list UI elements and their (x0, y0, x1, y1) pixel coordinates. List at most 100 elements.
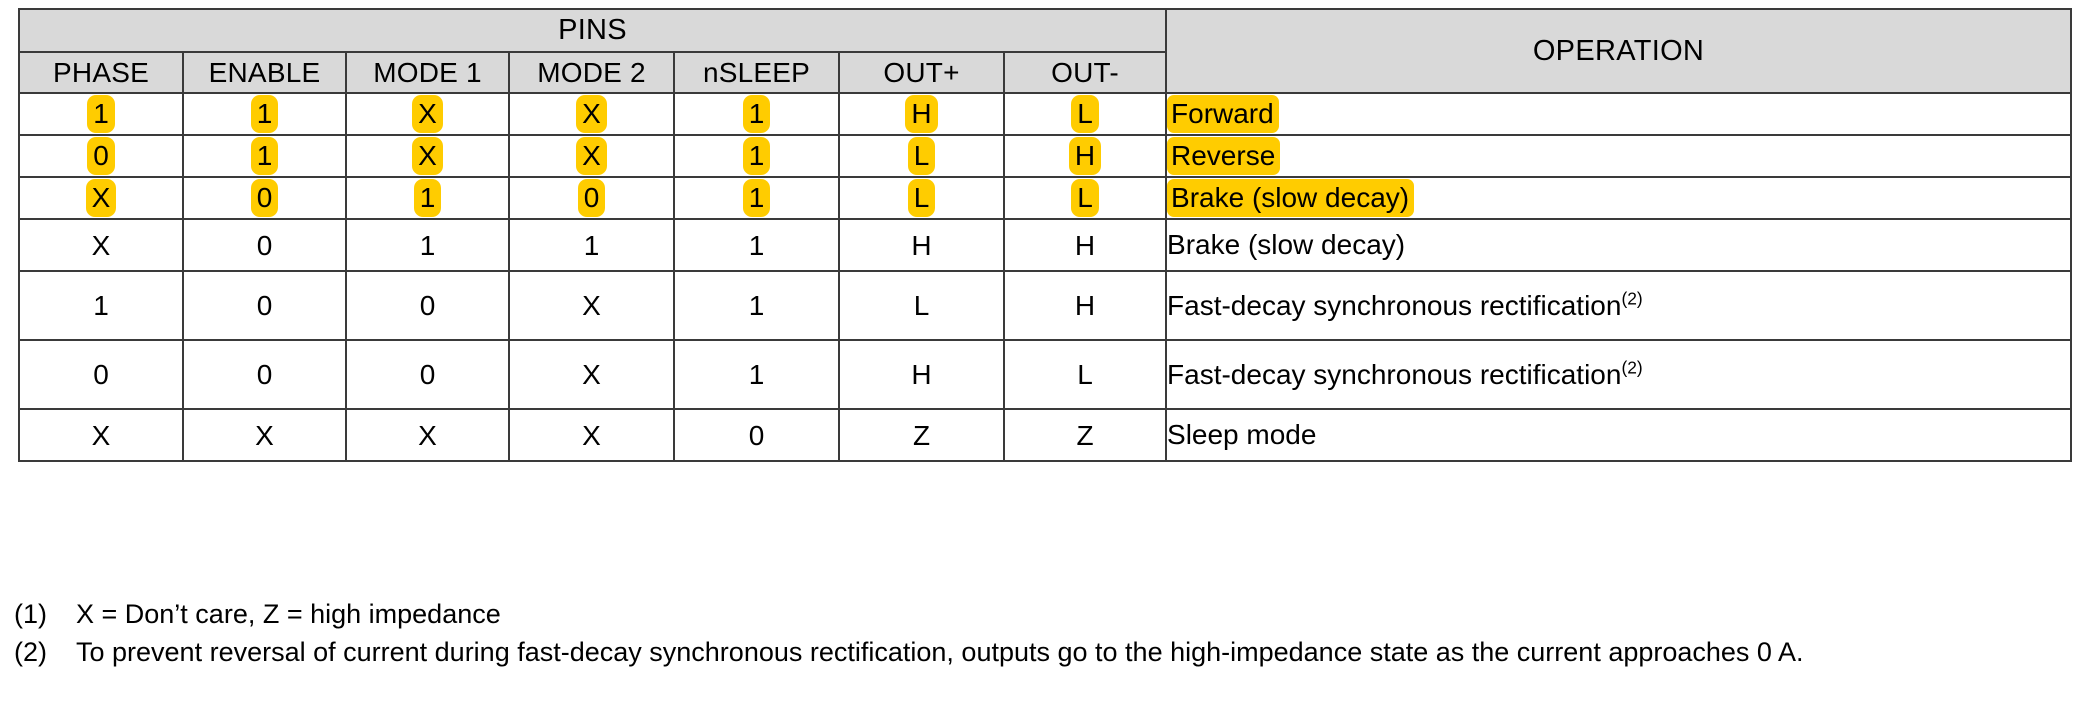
cell-enable: 0 (182, 176, 347, 220)
highlight-mark: 1 (413, 179, 442, 217)
highlight-mark: H (1068, 137, 1102, 175)
cell-out-pos: L (838, 270, 1005, 341)
cell-out-neg: Z (1002, 408, 1168, 462)
highlight-mark: X (412, 137, 443, 175)
highlight-mark: 1 (250, 137, 279, 175)
cell-operation: Brake (slow decay) (1165, 218, 2073, 272)
cell-mode-2: X (508, 339, 675, 410)
cell-phase: 0 (18, 134, 184, 178)
cell-out-neg: H (1002, 218, 1168, 272)
cell-mode-1: X (345, 408, 510, 462)
table-row: X X X X 0 Z Z Sleep mode (18, 408, 2073, 462)
cell-phase: 1 (18, 92, 184, 136)
highlight-mark: 0 (87, 137, 115, 175)
cell-mode-1: 1 (345, 176, 510, 220)
cell-nsleep: 1 (673, 134, 840, 178)
highlight-mark: L (1071, 179, 1099, 217)
cell-phase: X (18, 408, 184, 462)
cell-nsleep: 1 (673, 270, 840, 341)
device-logic-truth-table: PINS OPERATION PHASE ENABLE MODE 1 MODE … (17, 8, 2073, 462)
column-header-mode-2: MODE 2 (508, 51, 675, 94)
cell-nsleep: 1 (673, 176, 840, 220)
cell-mode-1: 0 (345, 270, 510, 341)
footnote-text: X = Don’t care, Z = high impedance (76, 599, 501, 629)
highlight-mark: X (576, 95, 607, 133)
cell-out-pos: H (838, 339, 1005, 410)
footnotes-block: (1) X = Don’t care, Z = high impedance (… (14, 597, 2064, 673)
highlight-mark: 1 (742, 179, 771, 217)
highlight-mark: L (907, 137, 936, 175)
operation-text: Fast-decay synchronous rectification (1167, 289, 1622, 321)
column-header-out-neg: OUT- (1002, 51, 1168, 94)
footnote-item: (2) To prevent reversal of current durin… (14, 635, 2064, 671)
cell-operation: Fast-decay synchronous rectification(2) (1165, 270, 2073, 341)
cell-phase: 0 (18, 339, 184, 410)
highlight-mark: L (907, 179, 936, 217)
cell-out-pos: H (838, 92, 1005, 136)
cell-mode-2: X (508, 92, 675, 136)
cell-out-neg: H (1002, 270, 1168, 341)
cell-mode-2: X (508, 134, 675, 178)
highlight-mark: 1 (250, 95, 279, 133)
table-row: X 0 1 0 1 L L Brake (slow decay) (18, 176, 2073, 220)
cell-mode-1: X (345, 134, 510, 178)
header-group-row: PINS OPERATION (17, 8, 2073, 94)
cell-out-pos: H (838, 218, 1005, 272)
table-row: 1 0 0 X 1 L H Fast-decay synchronous rec… (18, 270, 2073, 341)
cell-out-neg: L (1002, 176, 1168, 220)
table-row: X 0 1 1 1 H H Brake (slow decay) (18, 218, 2073, 272)
column-header-mode-1: MODE 1 (345, 51, 510, 94)
highlight-mark: 1 (742, 95, 771, 133)
cell-nsleep: 1 (673, 92, 840, 136)
highlight-mark: L (1071, 95, 1099, 133)
cell-out-neg: H (1002, 134, 1168, 178)
footnote-marker: (2) (14, 636, 47, 667)
cell-mode-1: 0 (345, 339, 510, 410)
cell-mode-2: X (508, 408, 675, 462)
highlight-mark: X (85, 179, 117, 217)
pins-group-header: PINS (17, 8, 1168, 53)
operation-group-header: OPERATION (1165, 8, 2073, 94)
cell-phase: X (18, 176, 184, 220)
cell-nsleep: 1 (673, 339, 840, 410)
table-head: PINS OPERATION PHASE ENABLE MODE 1 MODE … (17, 8, 2073, 94)
column-header-phase: PHASE (18, 51, 184, 94)
cell-mode-1: 1 (345, 218, 510, 272)
highlight-mark: Reverse (1167, 136, 1281, 176)
cell-mode-2: X (508, 270, 675, 341)
cell-operation: Brake (slow decay) (1165, 176, 2073, 220)
cell-enable: 1 (182, 134, 347, 178)
cell-out-pos: L (838, 176, 1005, 220)
cell-enable: 0 (182, 339, 347, 410)
cell-operation: Reverse (1165, 134, 2073, 178)
cell-mode-2: 1 (508, 218, 675, 272)
highlight-mark: Brake (slow decay) (1167, 178, 1415, 218)
footnote-ref: (2) (1621, 288, 1643, 309)
table-body: 1 1 X X 1 H L Forward 0 1 X X 1 L H Reve… (18, 92, 2073, 462)
cell-operation: Fast-decay synchronous rectification(2) (1165, 339, 2073, 410)
column-header-nsleep: nSLEEP (673, 51, 840, 94)
cell-operation: Sleep mode (1165, 408, 2073, 462)
cell-operation: Forward (1165, 92, 2073, 136)
table-row: 0 0 0 X 1 H L Fast-decay synchronous rec… (18, 339, 2073, 410)
cell-out-pos: Z (838, 408, 1005, 462)
cell-out-neg: L (1002, 92, 1168, 136)
highlight-mark: 0 (577, 179, 606, 217)
cell-mode-1: X (345, 92, 510, 136)
cell-out-neg: L (1002, 339, 1168, 410)
footnote-item: (1) X = Don’t care, Z = high impedance (14, 597, 2064, 633)
cell-enable: X (182, 408, 347, 462)
cell-mode-2: 0 (508, 176, 675, 220)
cell-phase: 1 (18, 270, 184, 341)
cell-out-pos: L (838, 134, 1005, 178)
highlight-mark: 1 (742, 137, 771, 175)
cell-enable: 0 (182, 218, 347, 272)
table-row: 1 1 X X 1 H L Forward (18, 92, 2073, 136)
footnote-marker: (1) (14, 599, 47, 629)
highlight-mark: Forward (1167, 94, 1279, 134)
highlight-mark: X (576, 137, 607, 175)
footnote-text: To prevent reversal of current during fa… (76, 636, 1804, 667)
header-column-row: PHASE ENABLE MODE 1 MODE 2 nSLEEP OUT+ O… (18, 51, 2071, 94)
cell-nsleep: 0 (673, 408, 840, 462)
